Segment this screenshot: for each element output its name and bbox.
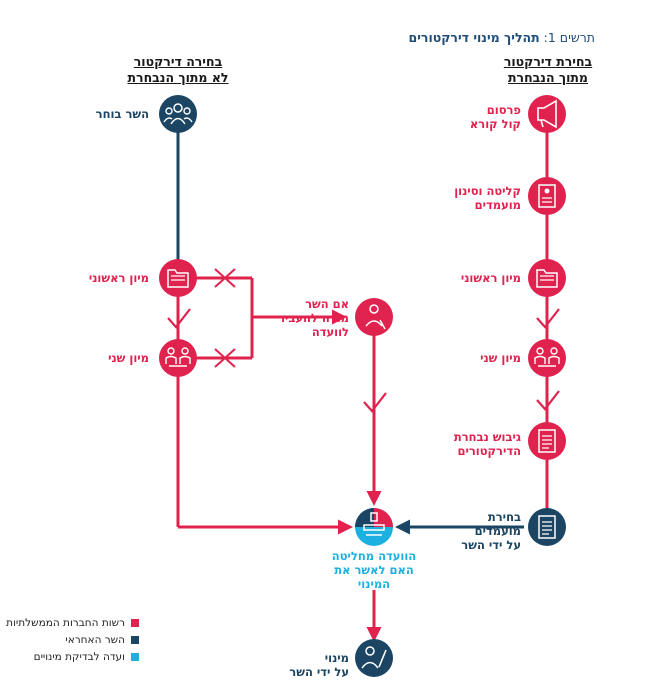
hand-pointer-icon bbox=[355, 298, 393, 336]
resume-icon bbox=[528, 177, 566, 215]
title-main: תהליך מינוי דירקטורים bbox=[408, 30, 540, 45]
right-first-screening-label: מיון ראשוני bbox=[460, 271, 521, 285]
appointment-label: מינוי על ידי השר bbox=[289, 651, 349, 679]
publish-label: פרסום קול קורא bbox=[469, 103, 521, 131]
reject-x-mark-2 bbox=[214, 348, 236, 368]
legend-item-committee: ועדה לבדיקת מינויים bbox=[34, 651, 139, 663]
intake-label: קליטה וסינון מועמדים bbox=[454, 184, 521, 212]
left-second-screening-label: מיון שני bbox=[108, 351, 149, 365]
folder-icon bbox=[528, 259, 566, 297]
diagram-title: תרשים 1: תהליך מינוי דירקטורים bbox=[409, 30, 595, 45]
left-first-screening-label: מיון ראשוני bbox=[88, 271, 149, 285]
legend-item-minister: השר האחראי bbox=[65, 634, 139, 646]
minister-chooses-label: השר בוחר bbox=[95, 107, 149, 121]
check-icon bbox=[536, 390, 560, 411]
committee-decision-label: הוועדה מחליטה האם לאשר את המינוי bbox=[331, 549, 417, 591]
appointee-icon bbox=[355, 639, 393, 677]
legend-swatch bbox=[131, 636, 139, 644]
left-column-header: בחירה דירקטור לא מתוך הנבחרת bbox=[127, 54, 229, 85]
interview-icon bbox=[528, 339, 566, 377]
document-icon bbox=[528, 508, 566, 546]
legend-swatch bbox=[131, 653, 139, 661]
right-column-header: בחירת דירקטור מתוך הנבחרת bbox=[503, 54, 593, 85]
if-minister-label: אם השר מורה להעביר לוועדה bbox=[278, 297, 349, 339]
reject-x-mark-1 bbox=[214, 268, 236, 288]
team-building-label: גיבוש נבחרת הדירקטורים bbox=[453, 430, 521, 458]
title-prefix: תרשים 1: bbox=[543, 30, 595, 45]
check-icon bbox=[363, 392, 387, 413]
interview-icon bbox=[159, 339, 197, 377]
committee-stamp-icon bbox=[355, 508, 393, 546]
folder-icon bbox=[159, 259, 197, 297]
checklist-icon bbox=[528, 422, 566, 460]
legend-item-companies-authority: רשות החברות הממשלתיות bbox=[6, 617, 139, 629]
legend-swatch bbox=[131, 619, 139, 627]
check-icon bbox=[167, 308, 191, 329]
minister-select-label: בחירת מועמדים על ידי השר bbox=[461, 510, 521, 552]
megaphone-icon bbox=[528, 95, 566, 133]
group-icon bbox=[159, 95, 197, 133]
check-icon bbox=[536, 308, 560, 329]
right-second-screening-label: מיון שני bbox=[480, 351, 521, 365]
